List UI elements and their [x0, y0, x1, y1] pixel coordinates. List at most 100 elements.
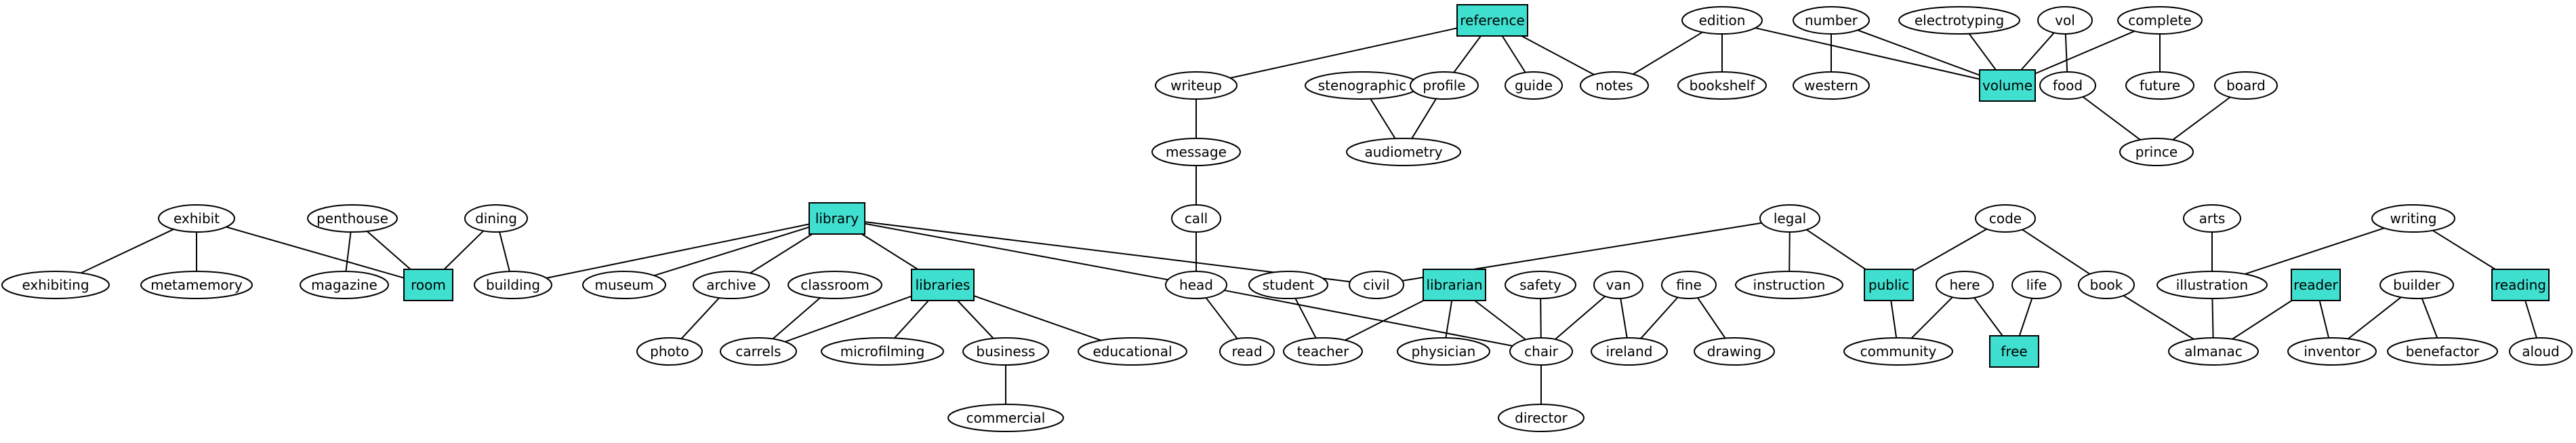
edge-book-almanac [2123, 294, 2194, 340]
node-legal: legal [1759, 204, 1820, 233]
node-commercial: commercial [947, 404, 1064, 432]
node-label-food: food [2053, 77, 2083, 94]
node-label-guide: guide [1515, 77, 1553, 94]
node-label-exhibit: exhibit [173, 210, 220, 227]
node-label-library: library [815, 210, 859, 227]
node-arts: arts [2183, 204, 2241, 233]
node-ellipse-illustration [2156, 271, 2268, 299]
node-label-edition: edition [1699, 12, 1746, 28]
node-box-volume [1979, 69, 2036, 102]
node-label-drawing: drawing [1707, 343, 1761, 360]
node-ellipse-message [1151, 138, 1241, 166]
node-writeup: writeup [1155, 71, 1238, 100]
edge-reference-notes [1521, 35, 1595, 75]
node-ellipse-classroom [788, 271, 882, 299]
edge-profile-audiometry [1411, 98, 1437, 139]
node-box-libraries [911, 269, 975, 301]
node-label-code: code [1989, 210, 2022, 227]
node-ellipse-future [2125, 71, 2194, 100]
node-ellipse-van [1593, 271, 1643, 299]
node-number: number [1793, 6, 1870, 35]
node-label-vol: vol [2055, 12, 2075, 28]
edge-reading-aloud [2524, 300, 2537, 339]
node-ellipse-dining [464, 204, 528, 233]
edge-writing-reading [2432, 229, 2496, 270]
node-ellipse-board [2214, 71, 2278, 100]
node-label-reader: reader [2293, 277, 2338, 293]
edge-legal-public [1806, 229, 1866, 270]
node-label-classroom: classroom [800, 277, 869, 293]
node-ellipse-physician [1397, 337, 1490, 366]
edge-dining-building [499, 231, 510, 272]
node-label-reference: reference [1460, 12, 1525, 28]
edge-builder-benefactor [2421, 298, 2438, 339]
edge-fine-ireland [1640, 296, 1679, 339]
node-ellipse-almanac [2168, 337, 2259, 366]
node-code: code [1975, 204, 2036, 233]
edge-writing-illustration [2245, 227, 2385, 275]
node-label-ireland: ireland [1606, 343, 1653, 360]
node-here: here [1936, 271, 1994, 299]
edge-number-volume [1857, 29, 1980, 76]
node-label-western: western [1804, 77, 1858, 94]
node-label-physician: physician [1412, 343, 1476, 360]
node-reading: reading [2491, 269, 2550, 301]
node-label-legal: legal [1774, 210, 1806, 227]
node-ellipse-magazine [300, 271, 389, 299]
node-photo: photo [636, 337, 703, 366]
node-chair: chair [1509, 337, 1573, 366]
node-room: room [403, 269, 453, 301]
node-vol: vol [2037, 6, 2093, 35]
node-van: van [1593, 271, 1643, 299]
edge-library-archive [750, 233, 813, 274]
node-label-complete: complete [2128, 12, 2191, 28]
node-magazine: magazine [300, 271, 389, 299]
node-electrotyping: electrotyping [1898, 6, 2020, 35]
node-ellipse-exhibiting [1, 271, 110, 299]
node-label-museum: museum [594, 277, 653, 293]
node-ellipse-life [2011, 271, 2062, 299]
node-ellipse-food [2039, 71, 2096, 100]
node-ireland: ireland [1591, 337, 1668, 366]
edge-here-free [1974, 297, 2003, 336]
node-ellipse-arts [2183, 204, 2241, 233]
edge-libraries-educational [973, 295, 1101, 341]
node-dining: dining [464, 204, 528, 233]
edge-here-community [1910, 296, 1953, 339]
node-label-civil: civil [1363, 277, 1390, 293]
node-label-van: van [1606, 277, 1631, 293]
node-ellipse-ireland [1591, 337, 1668, 366]
edge-library-civil [864, 221, 1351, 283]
node-ellipse-builder [2379, 271, 2454, 299]
node-label-exhibiting: exhibiting [22, 277, 89, 293]
node-label-volume: volume [1982, 77, 2032, 94]
node-instruction: instruction [1735, 271, 1843, 299]
node-volume: volume [1979, 69, 2036, 102]
edge-classroom-carrels [772, 297, 821, 340]
node-ellipse-museum [582, 271, 666, 299]
node-ellipse-number [1793, 6, 1870, 35]
node-ellipse-writing [2371, 204, 2455, 233]
node-ellipse-educational [1078, 337, 1187, 366]
node-free: free [1989, 335, 2039, 368]
node-educational: educational [1078, 337, 1187, 366]
node-label-building: building [486, 277, 540, 293]
edge-safety-chair [1540, 298, 1542, 339]
edge-libraries-microfilming [894, 300, 929, 339]
node-label-public: public [1868, 277, 1909, 293]
node-box-public [1864, 269, 1914, 301]
node-ellipse-metamemory [140, 271, 253, 299]
node-director: director [1498, 404, 1585, 432]
node-profile: profile [1410, 71, 1479, 100]
edge-student-teacher [1294, 298, 1317, 339]
node-label-metamemory: metamemory [150, 277, 243, 293]
node-ellipse-teacher [1283, 337, 1363, 366]
node-label-magazine: magazine [311, 277, 377, 293]
node-label-carrels: carrels [735, 343, 781, 360]
node-ellipse-community [1843, 337, 1953, 366]
node-illustration: illustration [2156, 271, 2268, 299]
node-label-teacher: teacher [1297, 343, 1349, 360]
node-label-penthouse: penthouse [316, 210, 388, 227]
edge-exhibit-room [226, 226, 405, 279]
